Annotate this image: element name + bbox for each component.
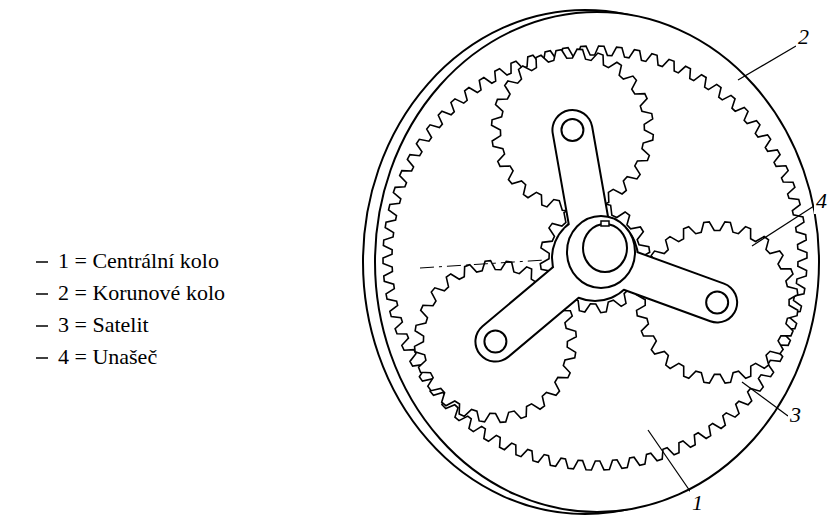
carrier-fill xyxy=(495,130,717,342)
disk-front-face xyxy=(375,12,819,512)
legend-entry: 3 = Satelit xyxy=(58,312,149,338)
carrier-hub xyxy=(553,216,637,300)
hub-cylinder xyxy=(567,216,635,288)
callout-number: 3 xyxy=(788,402,803,428)
legend-entry: 2 = Korunové kolo xyxy=(58,280,225,306)
callout-number: 1 xyxy=(690,490,705,516)
gear-drawing xyxy=(363,10,819,514)
list-dashes xyxy=(36,262,48,358)
hub-bore xyxy=(583,224,627,272)
list-dash xyxy=(36,293,48,295)
ring-gear-teeth xyxy=(383,46,807,470)
leader-line xyxy=(752,206,814,246)
legend-entry: 4 = Unašeč xyxy=(58,344,157,370)
carrier-outline xyxy=(495,130,717,342)
planet-pin xyxy=(561,119,583,141)
leader-line xyxy=(648,430,692,494)
shaft-axis xyxy=(420,260,545,268)
list-dash xyxy=(36,357,48,359)
callout-number: 2 xyxy=(796,24,811,50)
leader-lines xyxy=(648,46,814,494)
planet-pin xyxy=(706,291,728,313)
keyway xyxy=(601,221,609,226)
leader-line xyxy=(742,382,788,416)
list-dash xyxy=(36,325,48,327)
leader-line xyxy=(738,46,796,80)
callout-number: 4 xyxy=(814,188,829,214)
list-dash xyxy=(36,261,48,263)
planet-pin xyxy=(484,331,506,353)
legend-entry: 1 = Centrální kolo xyxy=(58,248,219,274)
